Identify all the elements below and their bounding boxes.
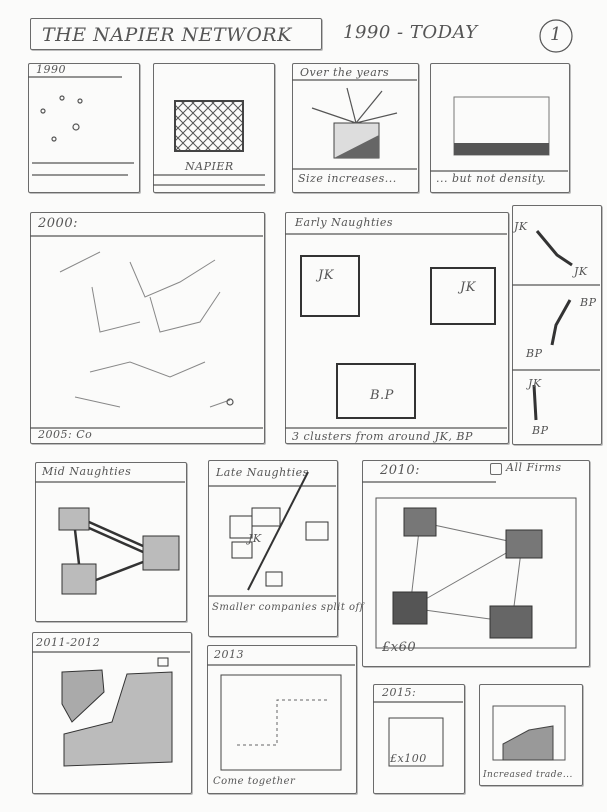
panel-timeline-strip	[512, 205, 602, 445]
panel-2000-label: 2000:	[38, 216, 78, 231]
panel-increased-trade	[479, 684, 583, 786]
panel-1990-sketch	[28, 76, 134, 176]
timeline-node-1: JK	[514, 220, 528, 233]
panel-over-years	[292, 63, 419, 193]
not-density-caption: ... but not density.	[436, 172, 547, 185]
panel-2013-caption: Come together	[213, 776, 296, 787]
page-title: THE NAPIER NETWORK	[42, 24, 292, 46]
panel-2010-value: £x60	[382, 640, 417, 655]
panel-2013-label: 2013	[214, 648, 244, 661]
panel-2015-sketch	[373, 701, 463, 767]
napier-label: NAPIER	[185, 160, 234, 173]
panel-2000-caption: 2005: Co	[38, 428, 93, 441]
all-firms-checkbox[interactable]	[490, 463, 502, 475]
panel-2013	[207, 645, 357, 794]
early-naughties-sketch	[285, 233, 507, 429]
title-box	[30, 18, 322, 50]
panel-2010	[362, 460, 590, 667]
panel-not-density	[430, 63, 570, 193]
mid-naughties-label: Mid Naughties	[42, 465, 132, 478]
panel-1990-label: 1990	[36, 63, 66, 76]
timeline-node-6: BP	[532, 424, 549, 437]
panel-2015	[373, 684, 465, 794]
late-naughties-sketch	[208, 471, 336, 597]
timeline-node-4: BP	[526, 347, 543, 360]
increased-trade-caption: Increased trade...	[483, 770, 573, 780]
panel-early-naughties	[285, 212, 509, 444]
mid-naughties-sketch	[35, 481, 185, 595]
timeline-node-5: JK	[528, 377, 542, 390]
late-naughties-caption: Smaller companies split off	[212, 602, 364, 613]
panel-2010-label: 2010:	[380, 463, 420, 478]
napier-hatched-block	[153, 100, 265, 186]
panel-late-naughties	[208, 460, 338, 637]
year-range: 1990 - TODAY	[343, 22, 478, 43]
early-naughties-label: Early Naughties	[295, 216, 394, 229]
over-years-label: Over the years	[300, 66, 390, 79]
timeline-node-3: BP	[580, 296, 597, 309]
panel-2011-2012	[32, 632, 192, 794]
early-naughties-caption: 3 clusters from around JK, BP	[292, 430, 473, 443]
panel-napier	[153, 63, 275, 193]
panel-2011-sketch	[32, 651, 190, 767]
over-years-sketch	[292, 79, 417, 170]
page-number-circle	[539, 19, 573, 53]
panel-2011-label: 2011-2012	[36, 636, 101, 649]
network-2000-sketch	[30, 235, 263, 429]
early-node-2: JK	[460, 280, 476, 295]
increased-trade-sketch	[492, 705, 566, 761]
over-years-caption: Size increases...	[298, 172, 397, 185]
panel-2015-label: 2015:	[382, 686, 417, 699]
panel-mid-naughties	[35, 462, 187, 622]
panel-1990	[28, 63, 140, 193]
all-firms-label: All Firms	[506, 461, 562, 474]
panel-2000	[30, 212, 265, 444]
late-node: JK	[248, 532, 262, 545]
late-naughties-label: Late Naughties	[216, 466, 309, 479]
page-number: 1	[550, 24, 562, 45]
network-2010-sketch	[362, 481, 577, 649]
not-density-sketch	[430, 96, 568, 172]
timeline-strip-sketch	[512, 230, 600, 421]
early-node-1: JK	[318, 268, 334, 283]
panel-2015-value: £x100	[390, 752, 427, 765]
timeline-node-2: JK	[574, 265, 588, 278]
early-node-3: B.P	[370, 388, 394, 403]
panel-2013-sketch	[207, 664, 355, 771]
